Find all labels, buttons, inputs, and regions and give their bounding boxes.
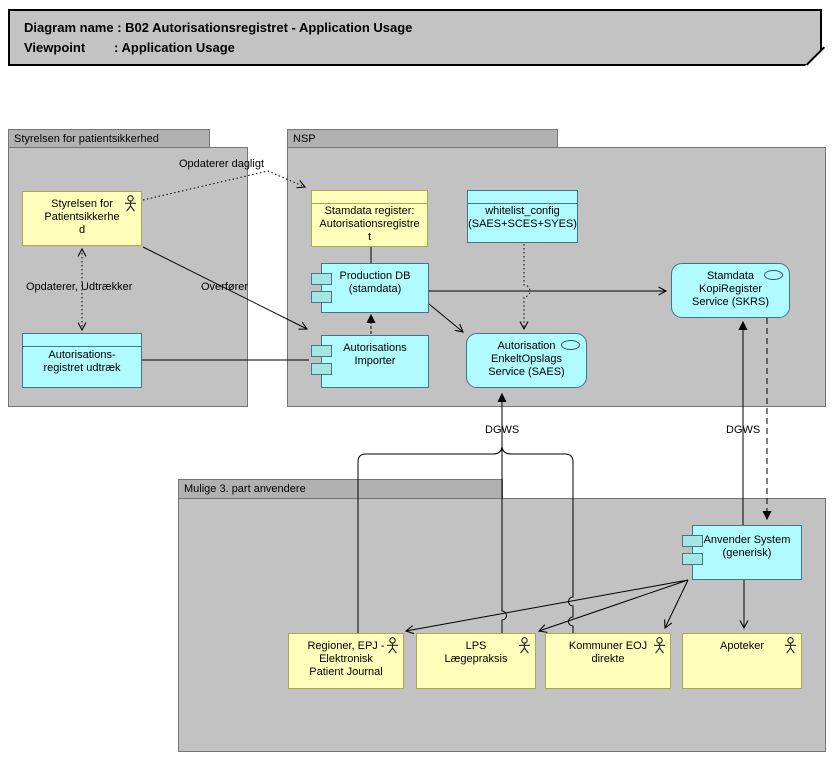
- actor-regioner-label: Regioner, EPJ - Elektronisk Patient Jour…: [307, 640, 385, 678]
- component-tab-icon: [311, 345, 332, 357]
- actor-styrelsen-for-patientsikkerhed[interactable]: Styrelsen for Patientsikkerhe d: [22, 191, 142, 246]
- service-oval-icon: [561, 340, 580, 350]
- edge-label-dgws-left: DGWS: [485, 424, 520, 436]
- group-tab-styrelsen[interactable]: Styrelsen for patientsikkerhed: [8, 129, 210, 148]
- actor-icon: [125, 195, 136, 212]
- object-autorisationsregistret-udtraek[interactable]: Autorisations- registret udtræk: [22, 333, 142, 388]
- component-tab-icon: [311, 363, 332, 375]
- actor-apoteker[interactable]: Apoteker: [682, 633, 802, 689]
- actor-icon: [654, 637, 665, 654]
- diagram-name-line: Diagram name : B02 Autorisationsregistre…: [24, 20, 413, 35]
- service-oval-icon: [764, 270, 783, 280]
- actor-icon: [387, 637, 398, 654]
- service-saes-label: Autorisation EnkeltOpslags Service (SAES…: [488, 340, 565, 378]
- edge-label-opdaterer-udtraekker: Opdaterer, Udtrækker: [26, 281, 133, 293]
- edge-label-dgws-right: DGWS: [726, 424, 761, 436]
- diagram-title-note[interactable]: Diagram name : B02 Autorisationsregistre…: [8, 9, 822, 66]
- object-band-icon: [312, 191, 427, 204]
- group-label-styrelsen: Styrelsen for patientsikkerhed: [14, 133, 159, 145]
- service-saes[interactable]: Autorisation EnkeltOpslags Service (SAES…: [466, 333, 587, 388]
- group-label-nsp: NSP: [293, 133, 316, 145]
- component-tab-icon: [311, 273, 332, 285]
- actor-regioner-epj[interactable]: Regioner, EPJ - Elektronisk Patient Jour…: [288, 633, 404, 689]
- service-skrs-label: Stamdata KopiRegister Service (SKRS): [691, 270, 770, 308]
- component-tab-icon: [311, 291, 332, 303]
- group-tab-nsp[interactable]: NSP: [287, 129, 558, 148]
- group-label-anvendere: Mulige 3. part anvendere: [184, 483, 306, 495]
- actor-styrelsen-label: Styrelsen for Patientsikkerhe d: [44, 198, 120, 236]
- viewpoint-line: Viewpoint : Application Usage: [24, 40, 235, 55]
- actor-lps-label: LPS Lægepraksis: [444, 640, 508, 665]
- actor-icon: [785, 637, 796, 654]
- edge-label-overfoerer: Overfører: [201, 281, 249, 293]
- component-tab-icon: [682, 553, 703, 565]
- group-tab-anvendere[interactable]: Mulige 3. part anvendere: [178, 479, 503, 499]
- actor-kommuner-label: Kommuner EOJ direkte: [568, 640, 648, 665]
- component-production-db-label: Production DB (stamdata): [339, 270, 411, 295]
- object-whitelist-label: whitelist_config (SAES+SCES+SYES): [468, 205, 577, 230]
- object-band-icon: [23, 334, 141, 347]
- object-stamdata-register[interactable]: Stamdata register: Autorisationsregistre…: [311, 190, 428, 247]
- service-skrs[interactable]: Stamdata KopiRegister Service (SKRS): [671, 263, 790, 318]
- actor-apoteker-label: Apoteker: [719, 640, 765, 652]
- component-autorisations-importer[interactable]: Autorisations Importer: [311, 335, 429, 388]
- component-tab-icon: [682, 535, 703, 547]
- component-anvender-label: Anvender System (generisk): [703, 534, 791, 559]
- component-production-db[interactable]: Production DB (stamdata): [311, 263, 429, 313]
- actor-kommuner-eoj[interactable]: Kommuner EOJ direkte: [545, 633, 671, 689]
- object-udtraek-label: Autorisations- registret udtræk: [43, 349, 121, 374]
- object-stamdata-register-label: Stamdata register: Autorisationsregistre…: [319, 205, 420, 243]
- object-band-icon: [468, 191, 577, 204]
- component-anvender-system[interactable]: Anvender System (generisk): [682, 525, 802, 580]
- object-whitelist-config[interactable]: whitelist_config (SAES+SCES+SYES): [467, 190, 578, 243]
- component-importer-label: Autorisations Importer: [343, 342, 407, 367]
- actor-lps-laegepraksis[interactable]: LPS Lægepraksis: [416, 633, 536, 689]
- edge-label-opdaterer-dagligt: Opdaterer dagligt: [179, 158, 264, 170]
- actor-icon: [519, 637, 530, 654]
